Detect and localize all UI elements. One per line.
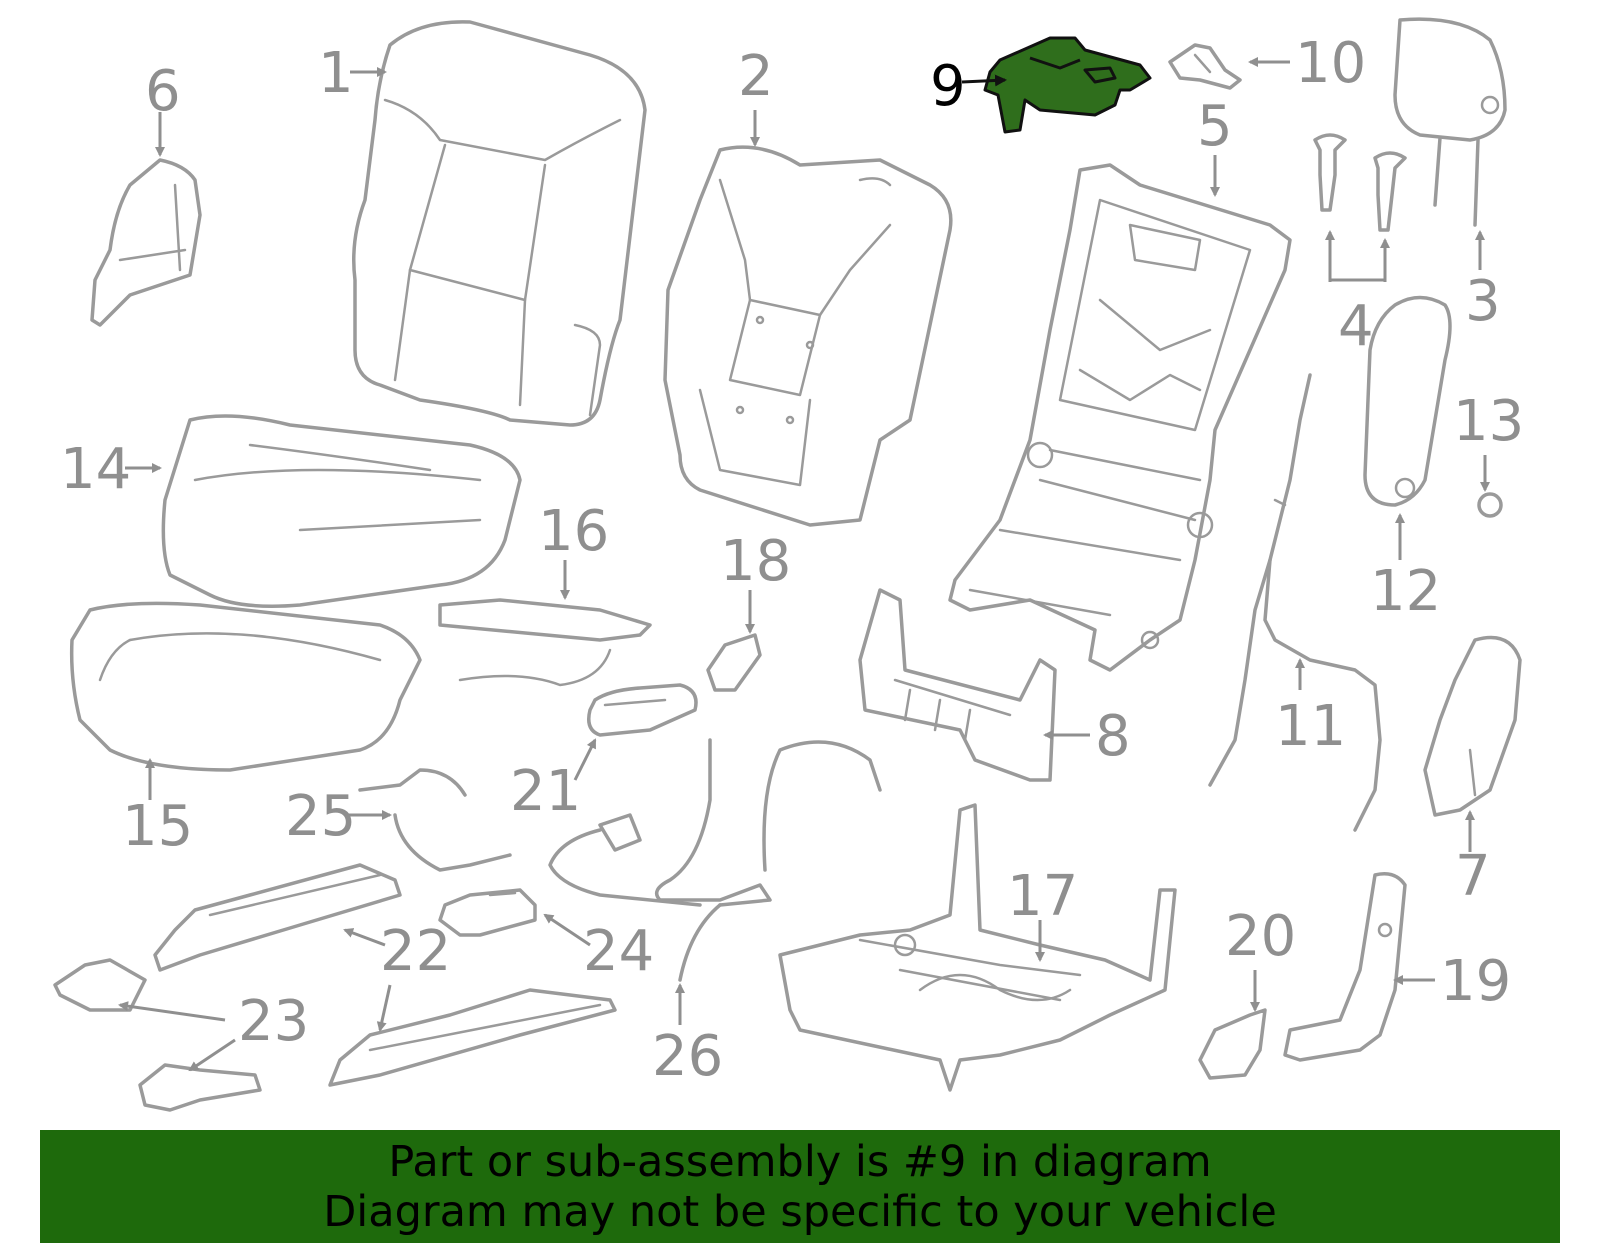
part-22-seat-rails [153,863,617,1087]
part-12-armrest [1363,295,1452,507]
callout-1: 1 [318,41,354,106]
callout-10: 10 [1295,31,1366,96]
part-21-handle [587,683,698,737]
part-7-side-trim [1423,635,1522,817]
callout-26: 26 [652,1024,723,1089]
callout-15: 15 [122,794,193,859]
callout-labels: 1 2 3 4 5 6 7 8 9 10 11 12 13 14 15 16 1… [60,31,1524,1089]
part-19-outer-trim [1283,872,1407,1062]
callout-24: 24 [583,919,654,984]
callout-20: 20 [1225,904,1296,969]
callout-16: 16 [538,499,609,564]
callout-4: 4 [1338,294,1374,359]
part-26-harness [548,738,882,982]
part-2-seatback-board [663,145,953,527]
callout-13: 13 [1453,389,1524,454]
leader-lines [118,57,1490,1072]
part-11-cable [1208,373,1382,832]
callout-5: 5 [1197,94,1233,159]
callout-21: 21 [510,759,581,824]
callout-12: 12 [1370,559,1441,624]
callout-25: 25 [285,784,356,849]
part-6-side-cover [90,158,202,327]
part-8-bracket [858,588,1057,782]
part-1-seatback-cover [352,20,647,427]
part-9-highlighted-bracket [983,36,1152,134]
callout-9: 9 [930,54,966,119]
part-14-cushion-cover [161,414,522,608]
part-24-cover [438,888,537,937]
callout-7: 7 [1455,844,1491,909]
part-13-cap [1477,492,1503,518]
part-23-rail-covers [53,958,262,1112]
callout-6: 6 [145,59,181,124]
callout-22: 22 [380,919,451,984]
callout-14: 14 [60,437,131,502]
part-18-clip [706,633,762,692]
callout-23: 23 [238,989,309,1054]
part-20-cover [1198,1008,1267,1080]
callout-17: 17 [1007,864,1078,929]
part-25-cable [358,768,512,872]
part-3-headrest [1393,17,1507,227]
part-4-headrest-guides [1313,133,1407,232]
callout-19: 19 [1440,949,1511,1014]
callout-8: 8 [1095,704,1131,769]
banner-line-1: Part or sub-assembly is #9 in diagram [388,1136,1212,1187]
banner-line-2: Diagram may not be specific to your vehi… [323,1186,1277,1237]
part-10-clip [1168,43,1242,90]
part-16-wiring-bracket [438,598,652,687]
info-banner: Part or sub-assembly is #9 in diagram Di… [40,1130,1560,1243]
callout-3: 3 [1465,269,1501,334]
part-15-cushion-pad [69,601,422,772]
callout-11: 11 [1275,694,1346,759]
part-17-seat-frame [778,803,1177,1092]
callout-2: 2 [738,44,774,109]
callout-18: 18 [720,529,791,594]
part-5-seatback-frame [948,163,1292,672]
